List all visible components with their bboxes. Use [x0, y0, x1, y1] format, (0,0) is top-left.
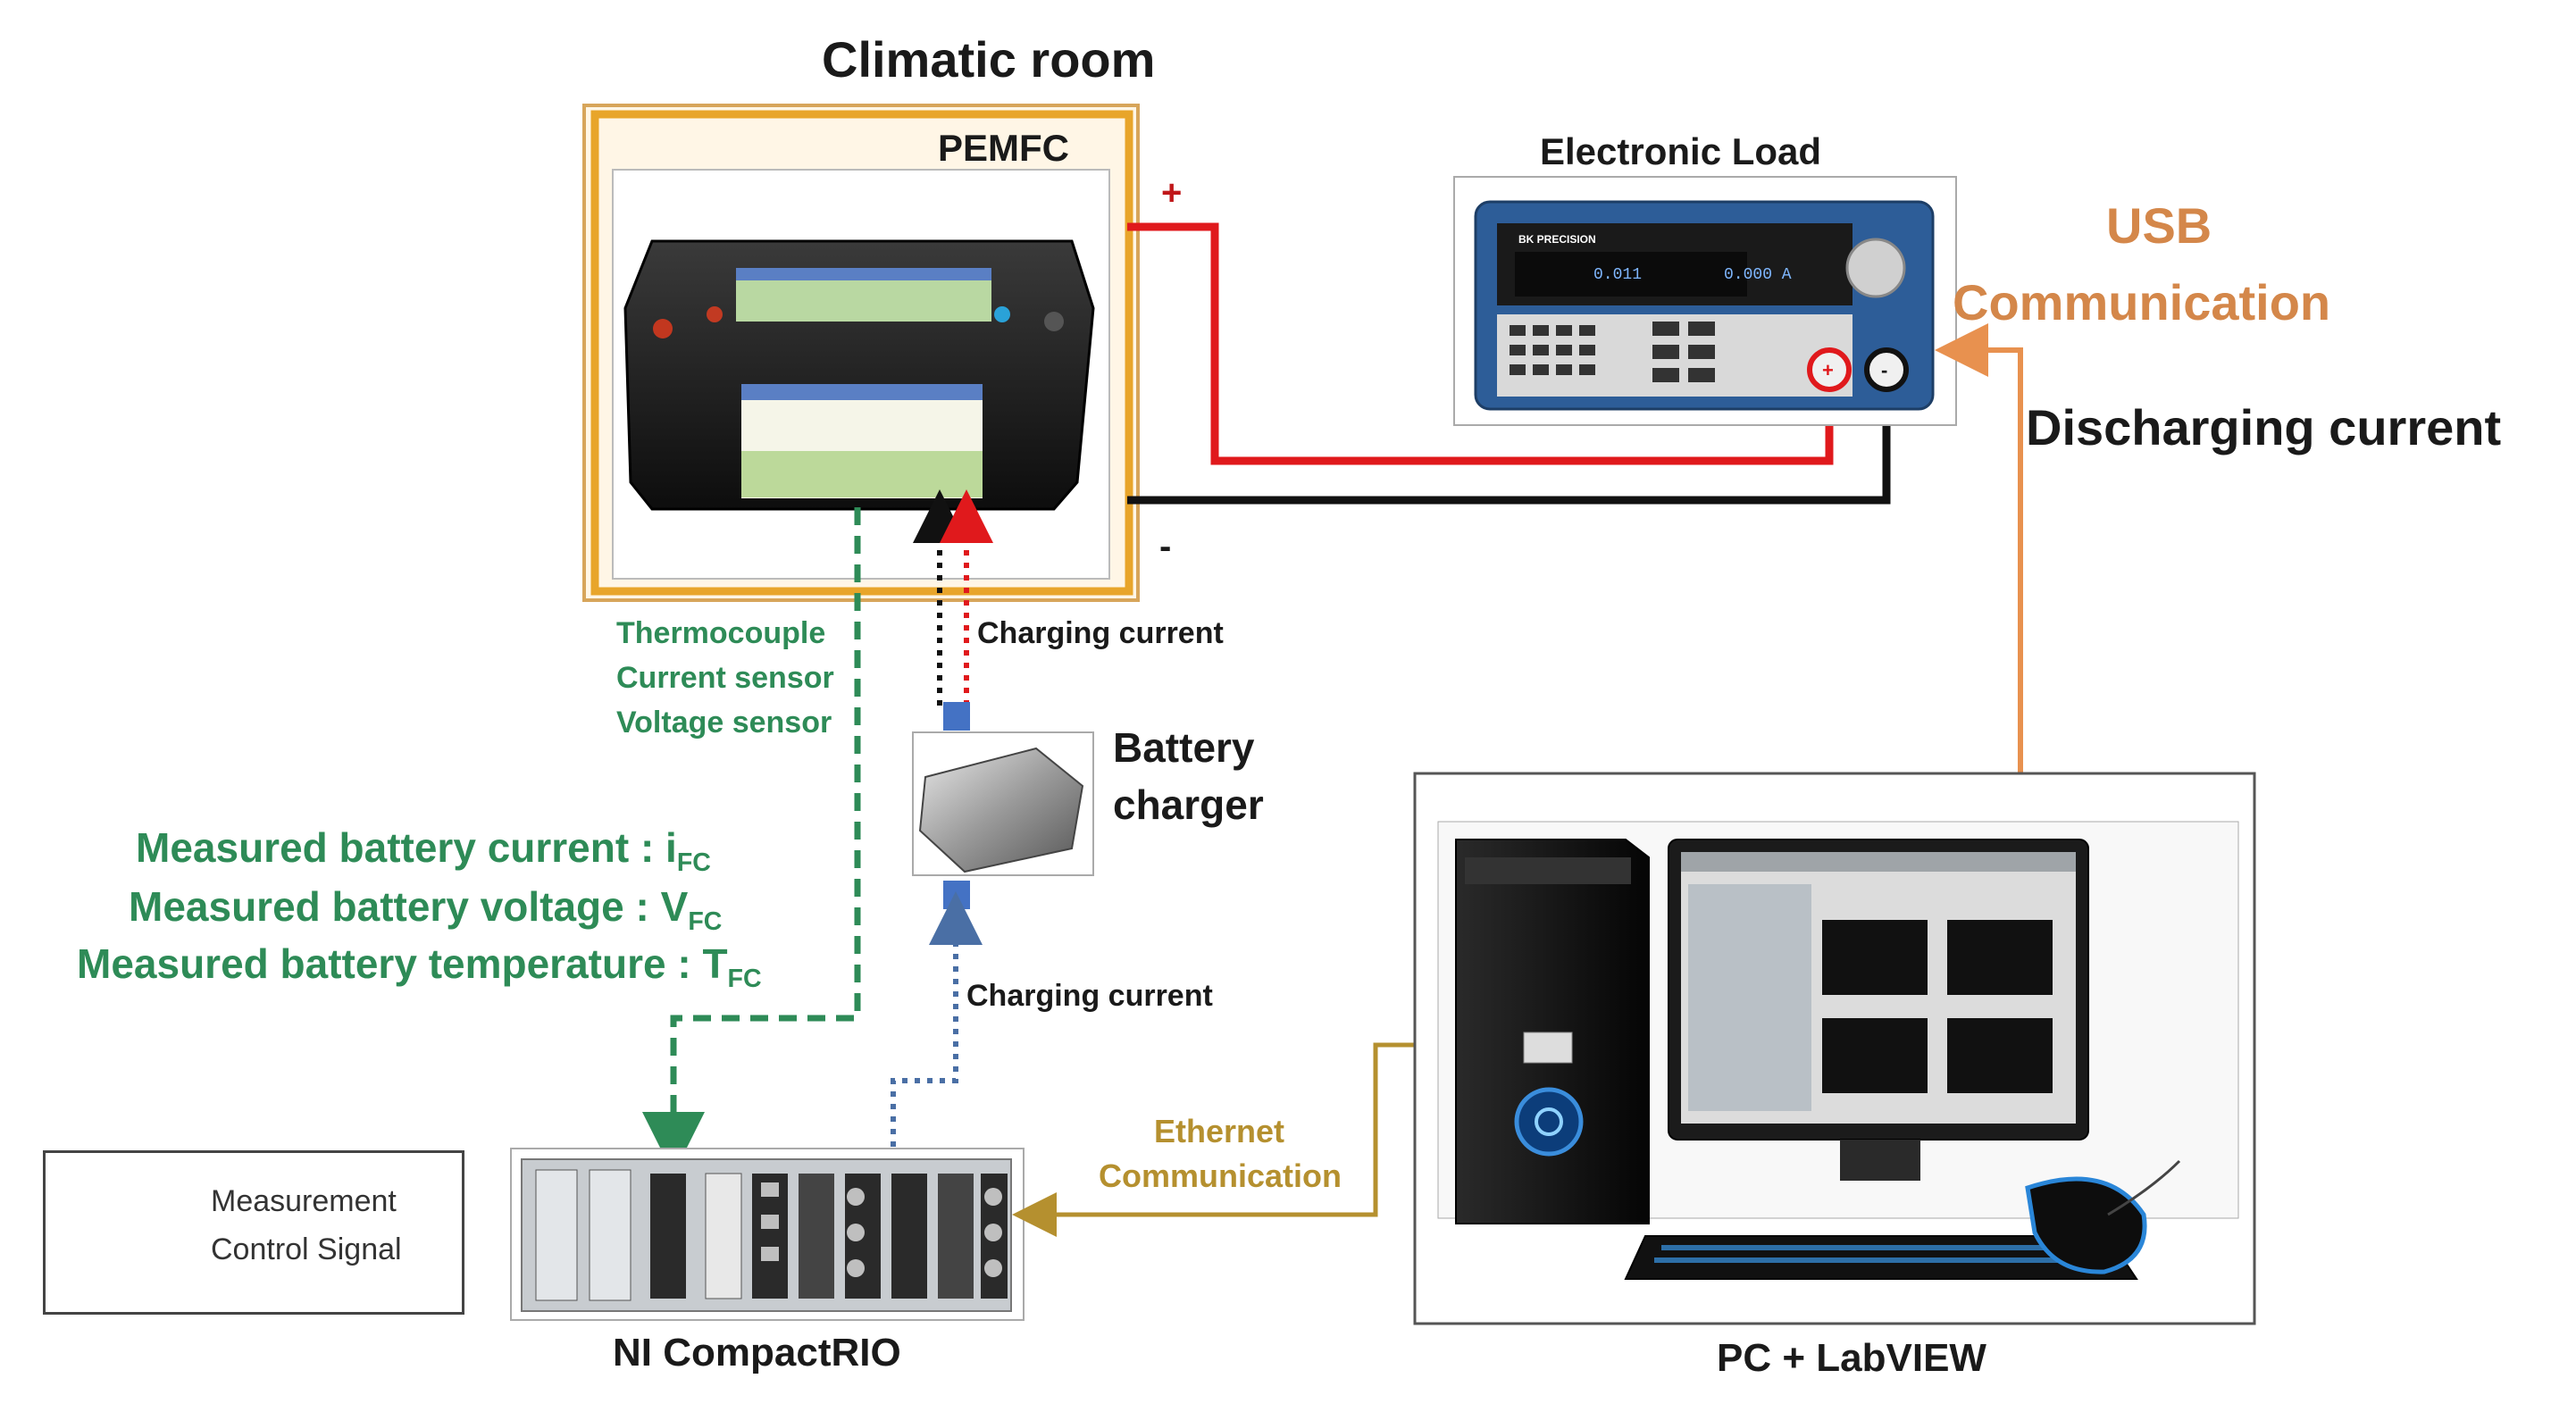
charging-current-top-label: Charging current [977, 616, 1224, 650]
battery-charger-image [912, 702, 1094, 909]
charging-current-bottom-label: Charging current [966, 979, 1213, 1013]
electronic-load-label: Electronic Load [1540, 130, 1822, 172]
measured-temperature-label: Measured battery temperature : TFC [77, 940, 762, 993]
usb-label-line2: Communication [1953, 274, 2331, 330]
measurement-line [642, 507, 861, 1174]
svg-text:-: - [1881, 359, 1887, 381]
climatic-room-title: Climatic room [822, 31, 1156, 88]
pc-labview-image [1413, 772, 2256, 1325]
sensor-voltage: Voltage sensor [616, 706, 832, 739]
negative-terminal-label: - [1159, 527, 1172, 566]
pemfc-label: PEMFC [938, 127, 1069, 169]
svg-text:+: + [1822, 359, 1834, 381]
measured-current-label: Measured battery current : iFC [136, 824, 711, 877]
load-display-2: 0.000 A [1724, 266, 1792, 284]
electronic-load-image: BK PRECISION 0.011 0.000 A + - [1453, 176, 1957, 426]
load-display-1: 0.011 [1593, 266, 1642, 284]
compactrio-image [510, 1148, 1025, 1321]
sensor-thermocouple: Thermocouple [616, 616, 826, 650]
positive-terminal-label: + [1161, 173, 1183, 213]
sensor-current: Current sensor [616, 661, 834, 695]
battery-charger-line2: charger [1113, 781, 1264, 828]
pc-labview-label: PC + LabVIEW [1717, 1336, 1986, 1380]
battery-image [623, 239, 1095, 511]
usb-link [1935, 323, 2023, 834]
usb-label-line1: USB [2106, 197, 2212, 254]
ethernet-label-line1: Ethernet [1154, 1113, 1285, 1149]
legend-measurement-label: Measurement [211, 1184, 397, 1218]
battery-charger-line1: Battery [1113, 724, 1255, 771]
measured-voltage-label: Measured battery voltage : VFC [129, 883, 723, 936]
positive-wire [1127, 222, 1834, 465]
svg-text:BK PRECISION: BK PRECISION [1518, 233, 1596, 246]
legend-control-label: Control Signal [211, 1232, 402, 1266]
compactrio-label: NI CompactRIO [613, 1331, 901, 1374]
legend-box [43, 1150, 464, 1315]
discharging-current-label: Discharging current [2026, 399, 2502, 455]
ethernet-label-line2: Communication [1099, 1157, 1342, 1194]
